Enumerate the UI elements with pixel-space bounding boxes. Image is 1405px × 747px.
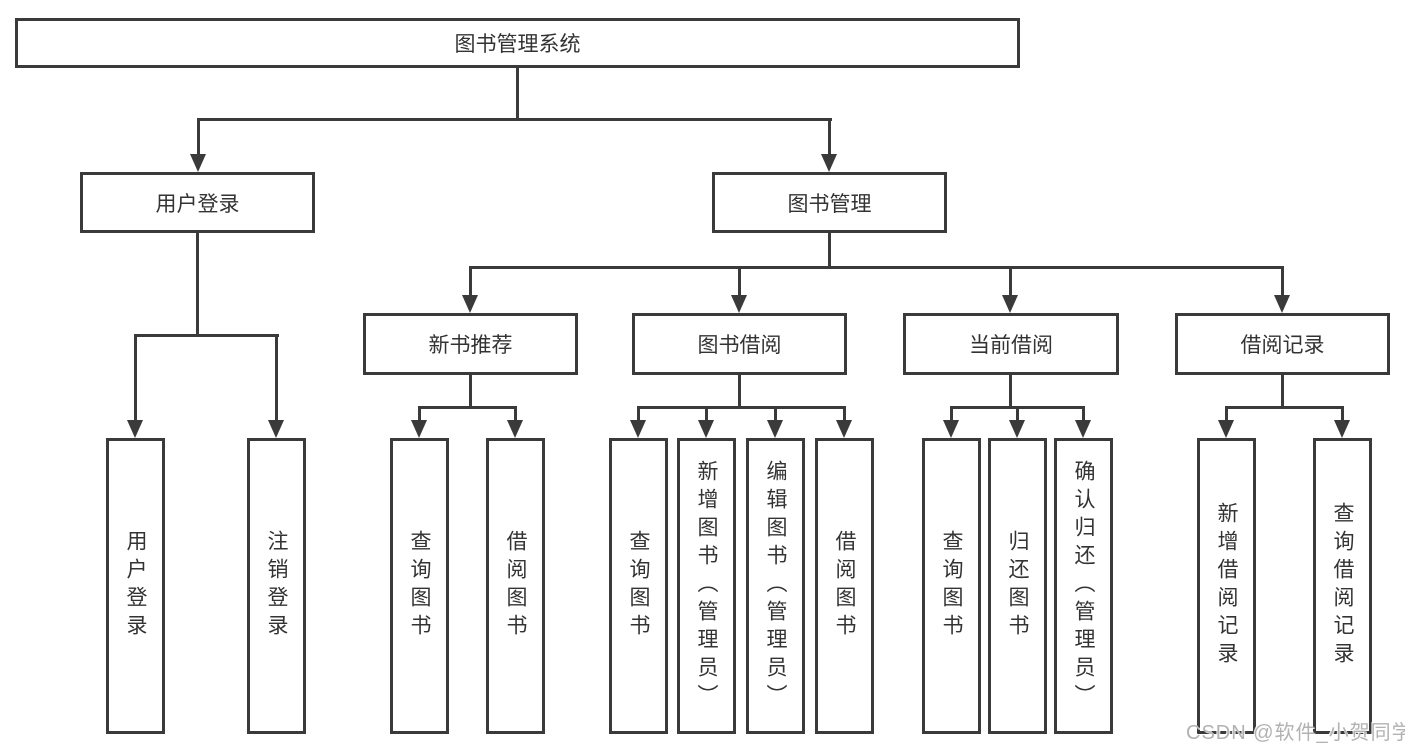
node-label: 图书管理系统	[454, 33, 581, 56]
connector-hline	[134, 334, 279, 337]
node-label: 当前借阅	[969, 334, 1053, 357]
leaf-label: 注销登录	[265, 530, 288, 642]
leaf-label: 编辑图书（管理员）	[764, 460, 787, 712]
arrow-connector	[821, 119, 837, 172]
leaf-logout: 注销登录	[247, 438, 306, 734]
arrow-connector	[1334, 407, 1350, 438]
arrow-connector	[836, 407, 852, 438]
node-book-borrowing: 图书借阅	[632, 313, 847, 375]
connector-hline	[197, 118, 832, 121]
leaf-label: 查询借阅记录	[1331, 502, 1354, 670]
node-label: 借阅记录	[1240, 334, 1325, 357]
node-current-borrowing: 当前借阅	[903, 313, 1119, 375]
connector-vline	[1281, 375, 1284, 409]
arrow-connector	[1274, 267, 1290, 313]
leaf-return-books: 归还图书	[988, 438, 1047, 734]
connector-vline	[738, 375, 741, 409]
leaf-query-books: 查询图书	[609, 438, 668, 734]
leaf-label: 借阅图书	[504, 530, 527, 642]
node-user-login: 用户登录	[80, 172, 315, 233]
leaf-label: 新增图书（管理员）	[695, 460, 718, 712]
node-library-management-system: 图书管理系统	[15, 18, 1020, 68]
leaf-user-login: 用户登录	[106, 438, 165, 734]
leaf-label: 借阅图书	[833, 530, 856, 642]
leaf-query-borrow-record: 查询借阅记录	[1313, 438, 1372, 734]
node-label: 图书借阅	[697, 334, 782, 357]
node-borrowing-records: 借阅记录	[1175, 313, 1390, 375]
leaf-label: 归还图书	[1006, 530, 1029, 642]
leaf-query-books: 查询图书	[390, 438, 449, 734]
connector-hline	[637, 406, 846, 409]
connector-vline	[828, 233, 831, 269]
leaf-add-borrow-record: 新增借阅记录	[1197, 438, 1256, 734]
leaf-borrow-books: 借阅图书	[815, 438, 874, 734]
arrow-connector	[190, 119, 206, 172]
leaf-label: 查询图书	[940, 530, 963, 642]
node-book-management: 图书管理	[712, 172, 947, 233]
connector-hline	[1225, 406, 1344, 409]
arrow-connector	[630, 407, 646, 438]
arrow-connector	[1009, 407, 1025, 438]
connector-vline	[196, 233, 199, 337]
leaf-label: 查询图书	[627, 530, 650, 642]
watermark-csdn: CSDN @软件_小贺同学	[1186, 722, 1405, 744]
arrow-connector	[268, 335, 284, 438]
leaf-query-books: 查询图书	[922, 438, 981, 734]
arrow-connector	[698, 407, 714, 438]
node-label: 用户登录	[155, 192, 240, 216]
arrow-connector	[507, 407, 523, 438]
leaf-label: 确认归还（管理员）	[1072, 460, 1095, 712]
arrow-connector	[731, 267, 747, 313]
connector-vline	[1009, 375, 1012, 409]
connector-vline	[469, 375, 472, 409]
leaf-label: 新增借阅记录	[1215, 502, 1238, 670]
connector-hline	[418, 406, 517, 409]
leaf-label: 查询图书	[408, 530, 431, 642]
leaf-add-books-admin: 新增图书（管理员）	[677, 438, 736, 734]
arrow-connector	[127, 335, 143, 438]
arrow-connector	[767, 407, 783, 438]
arrow-connector	[1002, 267, 1018, 313]
arrow-connector	[1218, 407, 1234, 438]
node-new-book-recommendation: 新书推荐	[363, 313, 578, 375]
leaf-borrow-books: 借阅图书	[486, 438, 545, 734]
connector-vline	[516, 66, 519, 120]
node-label: 图书管理	[787, 192, 872, 216]
connector-hline	[469, 266, 1284, 269]
arrow-connector	[462, 267, 478, 313]
leaf-label: 用户登录	[124, 530, 147, 642]
node-label: 新书推荐	[428, 334, 513, 357]
leaf-edit-books-admin: 编辑图书（管理员）	[746, 438, 805, 734]
arrow-connector	[943, 407, 959, 438]
arrow-connector	[411, 407, 427, 438]
leaf-confirm-return-admin: 确认归还（管理员）	[1054, 438, 1113, 734]
arrow-connector	[1075, 407, 1091, 438]
